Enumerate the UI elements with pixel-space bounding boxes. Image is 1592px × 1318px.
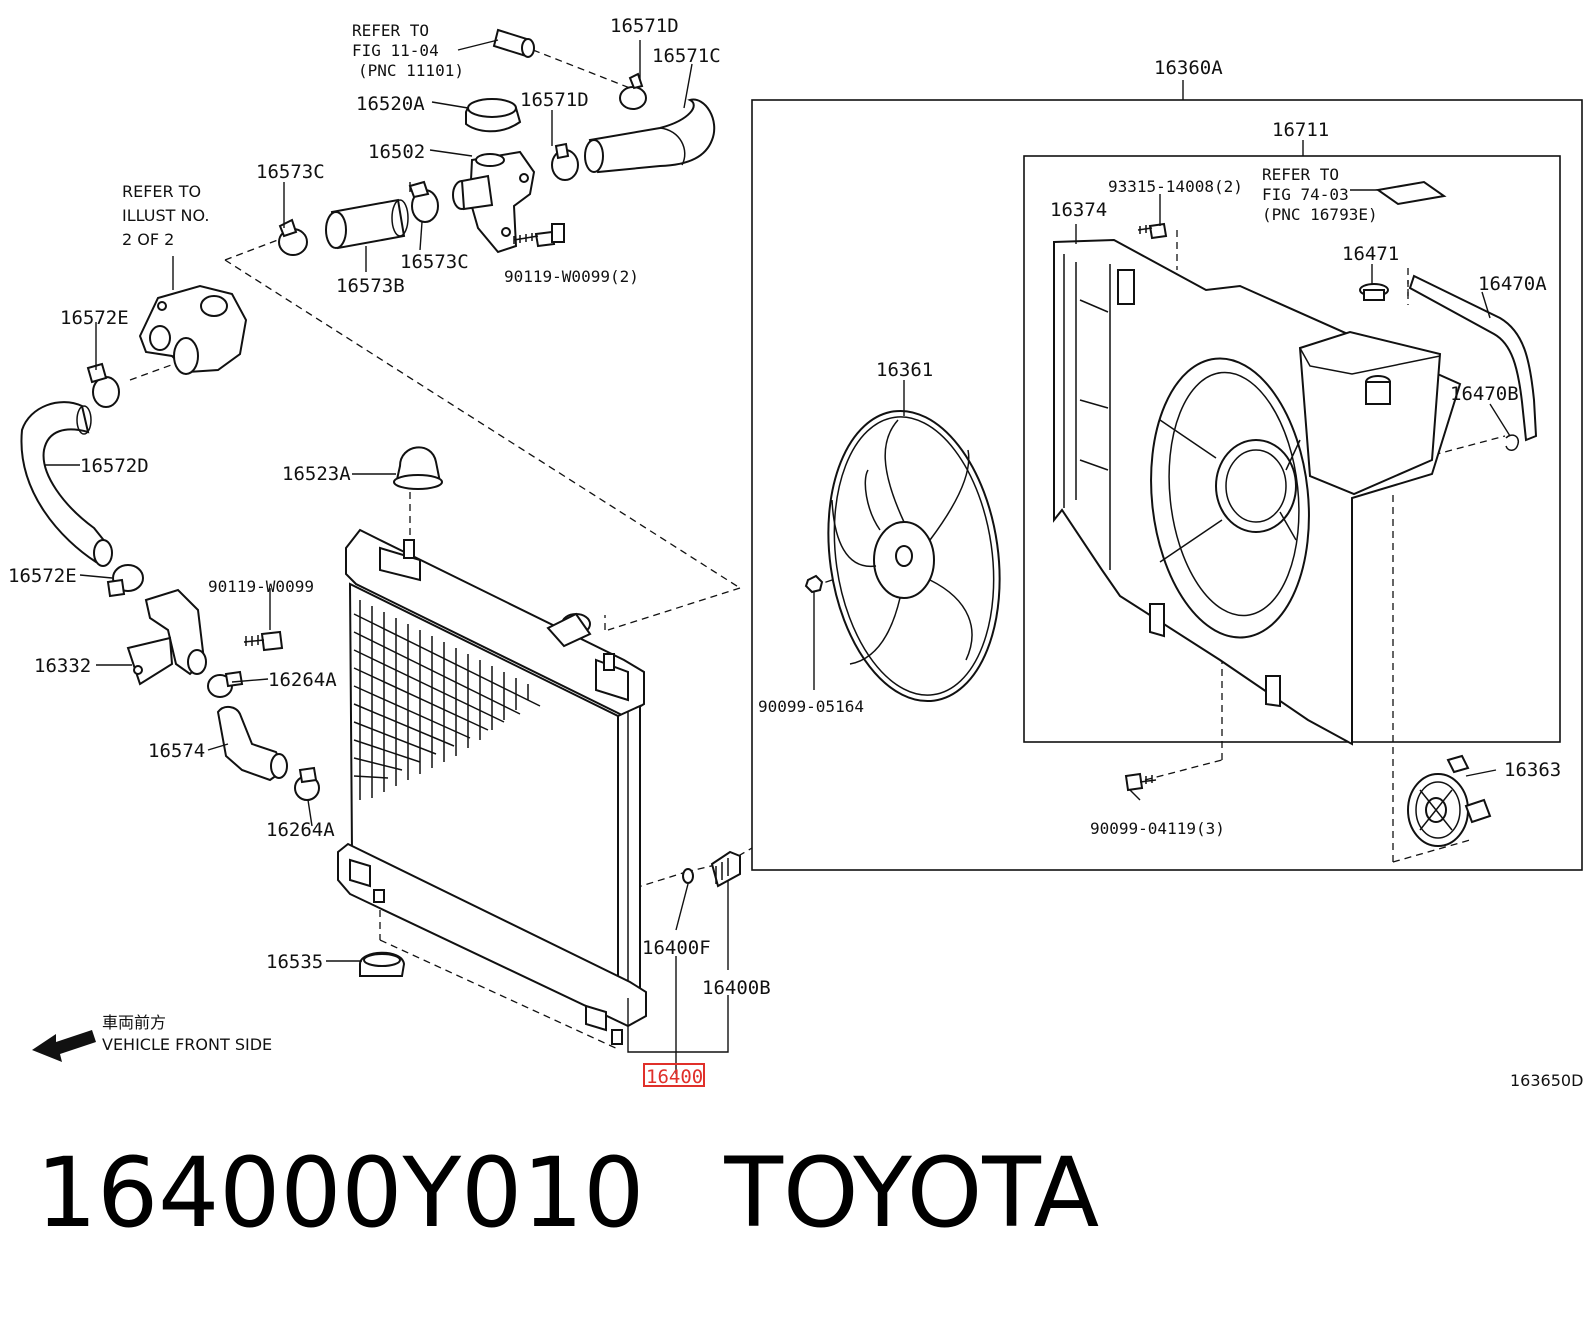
clamp-16572e-bottom (106, 564, 144, 598)
clamp-16571d-top (619, 72, 647, 110)
refer-note-illust: REFER TO ILLUST NO. 2 OF 2 (122, 182, 209, 249)
svg-text:FIG 11-04: FIG 11-04 (352, 41, 439, 60)
clamp-16572e-top (86, 362, 120, 408)
vehicle-front-label: 車両前方 VEHICLE FRONT SIDE (102, 1013, 272, 1054)
callout-16264a-bottom: 16264A (266, 819, 335, 841)
bypass-hose (325, 198, 409, 250)
refer-note-fig-74-03: REFER TO FIG 74-03 (PNC 16793E) (1262, 165, 1378, 224)
callout-16332: 16332 (34, 655, 91, 677)
callout-16374: 16374 (1050, 199, 1107, 221)
callout-16470b: 16470B (1450, 383, 1519, 405)
callout-16573c-right: 16573C (400, 251, 469, 273)
reserve-tank-cap-16471 (1359, 283, 1389, 301)
callout-16471: 16471 (1342, 243, 1399, 265)
callout-16572e-bottom: 16572E (8, 565, 77, 587)
brand-name: TOYOTA (724, 1137, 1100, 1249)
highlight-box (643, 1063, 705, 1087)
svg-text:ILLUST NO.: ILLUST NO. (122, 206, 209, 225)
vehicle-front-arrow-icon (32, 1030, 96, 1062)
callout-16470a: 16470A (1478, 273, 1547, 295)
water-outlet-housing (452, 150, 536, 254)
callout-16363: 16363 (1504, 759, 1561, 781)
hose-stub (492, 28, 535, 58)
callout-16571d-top: 16571D (610, 15, 679, 37)
water-inlet-housing (138, 284, 248, 375)
reserve-hose-16470a (1408, 274, 1538, 442)
fan-shroud-assembly-group (751, 80, 1583, 871)
assembly-box-16360a (751, 99, 1583, 871)
svg-text:FIG 74-03: FIG 74-03 (1262, 185, 1349, 204)
callout-16400-highlighted[interactable]: 16400 (646, 1066, 703, 1088)
screw-93315-14008 (1137, 222, 1168, 240)
lower-hose-assembly (20, 362, 320, 801)
part-caption: 164000Y010 TOYOTA (36, 1128, 1099, 1258)
reserve-tank (1298, 330, 1442, 496)
svg-text:車両前方: 車両前方 (102, 1013, 166, 1032)
callout-16571d-mid: 16571D (520, 89, 589, 111)
callout-93315-14008: 93315-14008(2) (1108, 177, 1243, 196)
callout-16535: 16535 (266, 951, 323, 973)
radiator-core-grid (353, 600, 541, 800)
callout-16264a-top: 16264A (268, 669, 337, 691)
clamp-16573c-left (278, 218, 308, 256)
callout-90119-w0099: 90119-W0099 (208, 577, 314, 596)
svg-text:REFER TO: REFER TO (1262, 165, 1339, 184)
clamp-16573c-right (408, 180, 439, 223)
clamp-16264a-bottom (294, 766, 320, 801)
bolt-90119-w0099-2 (513, 223, 565, 248)
figure-code: 163650D (1510, 1071, 1583, 1090)
callout-16520a: 16520A (356, 93, 425, 115)
callout-16572d: 16572D (80, 455, 149, 477)
radiator-cap (465, 98, 522, 133)
upper-radiator-hose (584, 98, 716, 174)
nut-90099-05164 (804, 574, 824, 594)
part-number: 164000Y010 (36, 1137, 645, 1249)
callout-16400f: 16400F (642, 937, 711, 959)
bolt-90099-04119 (1124, 772, 1157, 792)
callout-leaders (44, 40, 1511, 1074)
svg-text:(PNC 16793E): (PNC 16793E) (1262, 205, 1378, 224)
callout-16360a: 16360A (1154, 57, 1223, 79)
callout-16361: 16361 (876, 359, 933, 381)
water-pipe-16332 (126, 588, 207, 686)
callout-16502: 16502 (368, 141, 425, 163)
clip-16470b (1505, 434, 1520, 451)
callout-16523a: 16523A (282, 463, 351, 485)
label-plate-16793e (1375, 180, 1447, 206)
callout-16711: 16711 (1272, 119, 1329, 141)
callout-16574: 16574 (148, 740, 205, 762)
svg-text:REFER TO: REFER TO (122, 182, 201, 201)
fan-shroud-16711 (1053, 238, 1462, 746)
lower-radiator-hose (20, 401, 113, 567)
bolt-90119-w0099 (243, 630, 284, 652)
svg-text:VEHICLE FRONT SIDE: VEHICLE FRONT SIDE (102, 1035, 272, 1054)
cushion-16523a (393, 446, 443, 490)
callout-90119-w0099-2: 90119-W0099(2) (504, 267, 639, 286)
upper-hose-assembly (138, 28, 716, 375)
clamp-16571d-mid (551, 142, 579, 181)
callout-16572e-top: 16572E (60, 307, 129, 329)
fan-motor-16363 (1407, 754, 1492, 847)
callout-16400b: 16400B (702, 977, 771, 999)
drain-cock-16400b (710, 850, 741, 888)
cooling-fan-16361 (804, 409, 1001, 703)
svg-text:REFER TO: REFER TO (352, 21, 429, 40)
o-ring-16400f (682, 868, 694, 884)
callout-16571c: 16571C (652, 45, 721, 67)
clamp-16264a-top (207, 670, 244, 698)
callout-90099-04119: 90099-04119(3) (1090, 819, 1225, 838)
callout-16573c-left: 16573C (256, 161, 325, 183)
hose-16574 (216, 706, 288, 782)
callout-16573b: 16573B (336, 275, 405, 297)
callout-labels: 16571D 16571C 16520A 16571D 16502 16573C… (8, 15, 1561, 1088)
callout-90099-05164: 90099-05164 (758, 697, 864, 716)
svg-text:(PNC 11101): (PNC 11101) (358, 61, 464, 80)
svg-text:2 OF 2: 2 OF 2 (122, 230, 174, 249)
cushion-16535 (359, 951, 406, 977)
radiator-16400 (337, 528, 741, 1045)
assembly-box-16711 (1023, 155, 1561, 743)
refer-note-fig-11-04: REFER TO FIG 11-04 (PNC 11101) (352, 21, 499, 80)
